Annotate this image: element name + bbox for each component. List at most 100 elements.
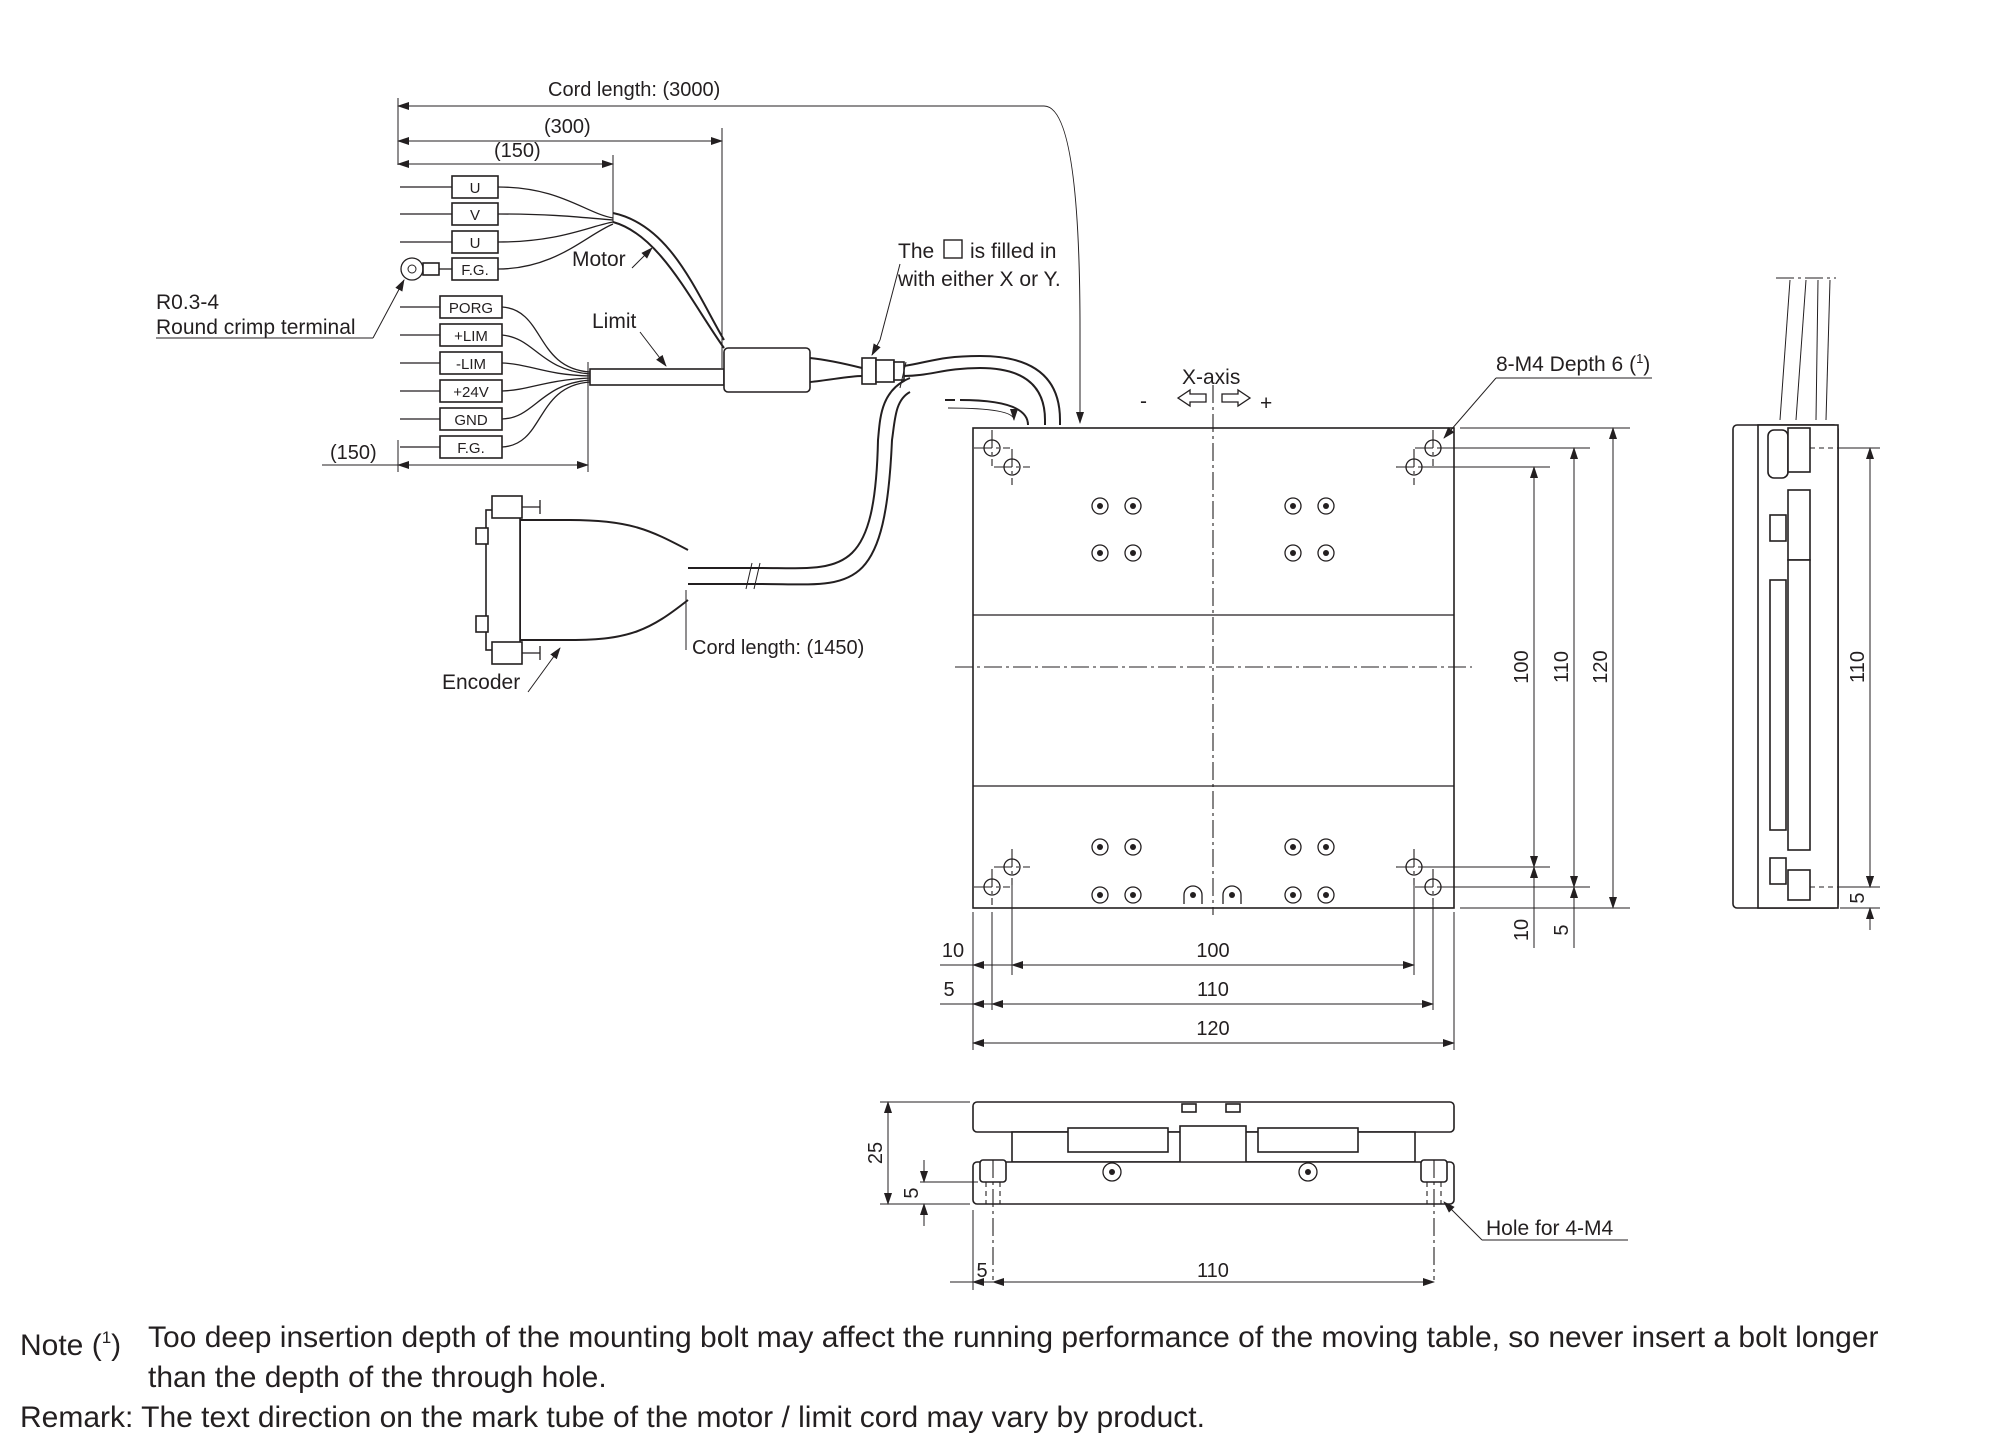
cord-length-3000-label: Cord length: (3000) (548, 79, 720, 101)
dim-10-horizontal: 10 (942, 940, 964, 962)
stage-cable-upper (903, 354, 1061, 425)
tapped-hole-icon (983, 878, 1001, 896)
motor-cable (612, 221, 725, 349)
cable-assembly: Cord length: (3000) (300) (150) U V U F.… (156, 79, 1084, 694)
wire-tag-24v (439, 379, 503, 403)
wire-tag-gnd (439, 407, 503, 431)
top-view-bottom-dims: 10 100 5 110 120 (940, 880, 1455, 1050)
tapped-holes-label: 8-M4 Depth 6 (1) (1496, 351, 1650, 376)
limit-label: Limit (592, 310, 637, 333)
limit-wires: PORG +LIM -LIM +24V GND F.G. (400, 295, 591, 459)
counterbore-hole-icon (1124, 838, 1142, 856)
wire-tag-v-text: V (470, 207, 480, 224)
tapped-hole-icon (983, 439, 1001, 457)
wire-tag-24v-text: +24V (453, 384, 488, 401)
dim-10-vertical: 10 (1511, 919, 1533, 941)
marker-note-line1-b: is filled in (970, 240, 1056, 263)
wire-tag-fg-limit (439, 435, 503, 459)
hole-4-m4-label: Hole for 4-M4 (1486, 1217, 1614, 1240)
encoder-cable (688, 377, 911, 570)
dim-5-horizontal: 5 (943, 979, 954, 1001)
counterbore-hole-icon (1284, 544, 1302, 562)
counterbore-hole-icon (1317, 497, 1335, 515)
axis-plus-label: + (1260, 392, 1272, 415)
wire-tag-plus-lim-text: +LIM (454, 328, 488, 345)
counterbore-hole-icon (1317, 838, 1335, 856)
wire-tag-gnd-text: GND (454, 412, 488, 429)
note-body: Too deep insertion depth of the mounting… (148, 1318, 1995, 1398)
note-head: Note (1) (20, 1328, 122, 1362)
encoder-label: Encoder (442, 671, 520, 694)
dim-100-horizontal: 100 (1196, 940, 1229, 962)
wire-tag-u1-text: U (470, 180, 481, 197)
wire-tag-fg-limit-text: F.G. (457, 440, 485, 457)
top-view-right-dims: 100 110 120 10 5 (1420, 427, 1630, 948)
notes-section: Note (1) Too deep insertion depth of the… (20, 1318, 1995, 1438)
counterbore-hole-icon (1284, 838, 1302, 856)
marker-box-icon (943, 239, 963, 259)
wire-tag-u2-text: U (470, 235, 481, 252)
note-row: Note (1) Too deep insertion depth of the… (20, 1318, 1995, 1398)
note-text-line1: Too deep insertion depth of the mounting… (148, 1321, 1879, 1354)
counterbore-hole-icon (1091, 838, 1109, 856)
motor-wires: U V U F.G. (400, 175, 614, 281)
counterbore-hole-icon (1124, 886, 1142, 904)
cord-length-1450-label: Cord length: (1450) (692, 637, 864, 659)
counterbore-hole-icon (1317, 544, 1335, 562)
dim-5-vertical-front: 5 (901, 1187, 923, 1198)
wire-tag-porg (439, 295, 503, 319)
wire-tag-minus-lim (439, 351, 503, 375)
wire-tag-plus-lim (439, 323, 503, 347)
dim-150-left-label: (150) (330, 442, 377, 464)
wire-tag-fg-motor-text: F.G. (461, 262, 489, 279)
counterbore-hole-icon (1091, 544, 1109, 562)
marker-note-line1-a: The (898, 240, 934, 263)
dim-300-label: (300) (544, 116, 591, 138)
front-view: 25 5 5 110 Hole for 4-M4 (865, 1101, 1628, 1290)
dim-120-horizontal: 120 (1196, 1018, 1229, 1040)
dim-110-horizontal-front: 110 (1197, 1260, 1229, 1282)
tapped-hole-icon (1003, 458, 1021, 476)
side-view: 110 5 (1732, 277, 1880, 930)
marker-note-line2: with either X or Y. (897, 268, 1061, 291)
crimp-terminal-icon (400, 257, 424, 281)
counterbore-hole-icon (1124, 544, 1142, 562)
crimp-spec-label: R0.3-4 (156, 291, 219, 314)
wire-tag-u2 (451, 230, 499, 254)
dim-120-vertical: 120 (1590, 650, 1612, 683)
arrow-left-icon (1176, 388, 1207, 408)
counterbore-hole-icon (1284, 886, 1302, 904)
dim-25-vertical: 25 (865, 1142, 887, 1164)
counterbore-hole-icon (1124, 497, 1142, 515)
dim-100-vertical: 100 (1511, 650, 1533, 683)
tapped-holes (974, 430, 1451, 905)
wire-tag-u1 (451, 175, 499, 199)
dim-110-horizontal: 110 (1197, 979, 1229, 1001)
cable-marker-tube (861, 357, 877, 385)
axis-minus-label: - (1140, 390, 1147, 413)
note-text-line2: than the depth of the through hole. (148, 1361, 607, 1394)
encoder-connector-icon (475, 495, 689, 665)
wire-tag-porg-text: PORG (449, 300, 493, 317)
x-axis-label: X-axis (1182, 366, 1240, 389)
counterbore-hole-icon (1091, 497, 1109, 515)
counterbore-hole-icon (1317, 886, 1335, 904)
tapped-hole-icon (1003, 858, 1021, 876)
counterbore-hole-icon (1091, 886, 1109, 904)
motor-label: Motor (572, 248, 626, 271)
counterbore-hole-icon (1284, 497, 1302, 515)
dim-150-top-label: (150) (494, 140, 541, 162)
top-view: X-axis - + 8-M4 Depth 6 (1) 100 110 (940, 351, 1652, 1050)
remark-text: Remark: The text direction on the mark t… (20, 1401, 1205, 1434)
wire-tag-v (451, 202, 499, 226)
pin-hole-icon (1183, 885, 1203, 904)
junction-block (723, 347, 811, 393)
wire-tag-minus-lim-text: -LIM (456, 356, 486, 373)
stage-base (972, 1161, 1455, 1205)
dim-5-horizontal-front: 5 (976, 1260, 987, 1282)
dim-110-side: 110 (1847, 651, 1869, 683)
arrow-right-icon (1221, 388, 1252, 408)
dim-5-vertical: 5 (1551, 924, 1573, 935)
pin-hole-icon (1222, 885, 1242, 904)
